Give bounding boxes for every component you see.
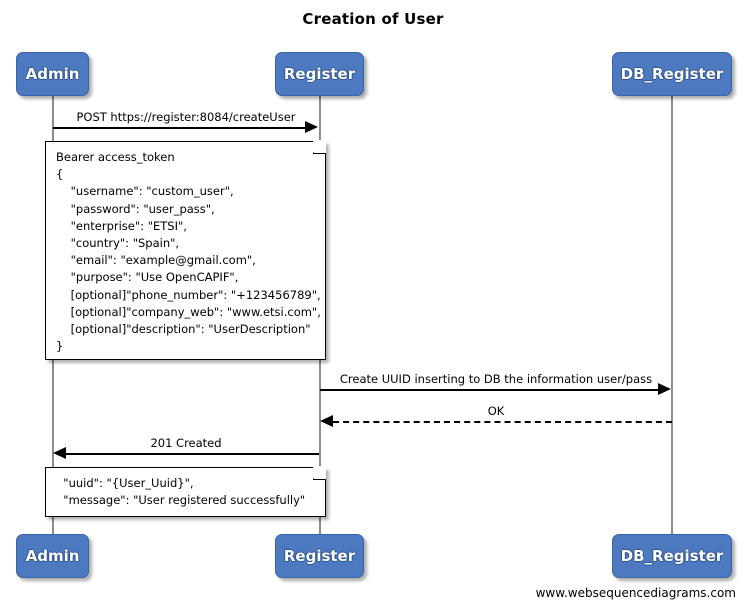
footer-credit: www.websequencediagrams.com: [535, 586, 736, 600]
note-line: }: [56, 339, 64, 354]
message-label-create-uuid: Create UUID inserting to DB the informat…: [339, 372, 653, 386]
participant-register-label-top: Register: [283, 65, 356, 83]
message-line-201-created: [66, 453, 319, 455]
participant-admin-top[interactable]: Admin: [16, 52, 89, 96]
note-fold-request: [313, 140, 326, 154]
message-label-post-create-user: POST https://register:8084/createUser: [76, 110, 296, 124]
participant-admin-label-top: Admin: [25, 65, 80, 83]
message-line-post-create-user: [53, 127, 305, 129]
note-line: Bearer access_token: [56, 150, 175, 164]
note-line: "password": "user_pass",: [56, 201, 215, 216]
note-line: "uuid": "{User_Uuid}",: [56, 476, 194, 490]
note-response-body: "uuid": "{User_Uuid}", "message": "User …: [45, 466, 326, 517]
participant-db-register-label-top: DB_Register: [620, 65, 724, 83]
participant-admin-bottom[interactable]: Admin: [16, 534, 89, 578]
note-line: "message": "User registered successfully…: [56, 493, 306, 508]
note-request-body: Bearer access_token { "username": "custo…: [45, 140, 326, 360]
participant-register-top[interactable]: Register: [275, 52, 364, 96]
note-line: "email": "example@gmail.com",: [56, 253, 256, 268]
message-arrowhead-201-created: [53, 447, 66, 459]
page-title: Creation of User: [302, 10, 444, 28]
note-line: [optional]"phone_number": "+123456789",: [56, 287, 321, 302]
participant-db-register-label-bottom: DB_Register: [620, 547, 724, 565]
note-line: "purpose": "Use OpenCAPIF",: [56, 270, 239, 285]
message-label-ok: OK: [487, 404, 505, 418]
message-line-ok: [333, 421, 672, 423]
participant-register-label-bottom: Register: [283, 547, 356, 565]
message-label-201-created: 201 Created: [150, 436, 222, 450]
participant-register-bottom[interactable]: Register: [275, 534, 364, 578]
message-arrowhead-ok: [320, 415, 333, 427]
message-arrowhead-post-create-user: [305, 121, 318, 133]
participant-db-register-bottom[interactable]: DB_Register: [612, 534, 732, 578]
participant-db-register-top[interactable]: DB_Register: [612, 52, 732, 96]
note-fold-response: [313, 466, 326, 480]
note-line: "username": "custom_user",: [56, 184, 234, 199]
participant-admin-label-bottom: Admin: [25, 547, 80, 565]
note-line: {: [56, 167, 64, 182]
message-arrowhead-create-uuid: [658, 383, 671, 395]
message-line-create-uuid: [320, 389, 658, 391]
note-line: [optional]"description": "UserDescriptio…: [56, 322, 311, 337]
note-line: [optional]"company_web": "www.etsi.com",: [56, 304, 321, 319]
note-line: "enterprise": "ETSI",: [56, 218, 187, 233]
note-line: "country": "Spain",: [56, 236, 180, 251]
lifeline-db-register: [671, 95, 673, 535]
